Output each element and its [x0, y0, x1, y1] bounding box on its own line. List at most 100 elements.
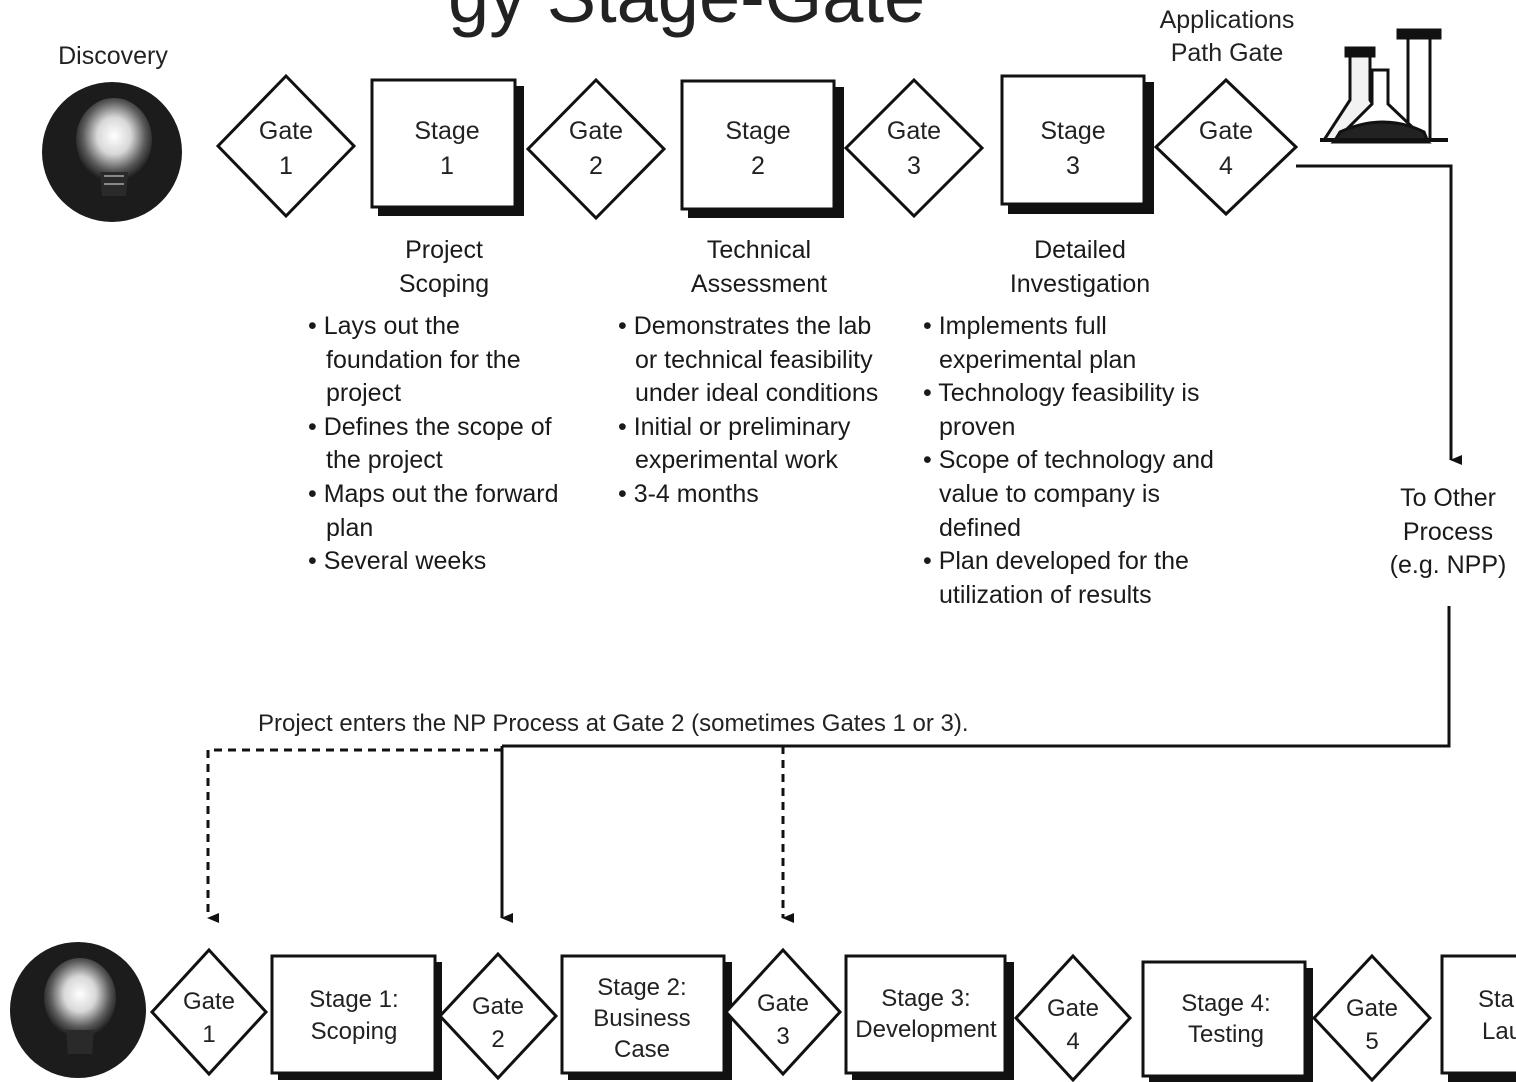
bottom-gate-1: Gate 1	[149, 947, 269, 1077]
stage-3-bullet-3-line3: defined	[939, 513, 1022, 542]
discovery-label: Discovery	[58, 42, 168, 70]
stage-2-title: Technical Assessment	[659, 234, 859, 301]
stage-1-bullets: • Lays out the foundation for the projec…	[308, 310, 559, 579]
bottom-gate-2-number: 2	[491, 1026, 504, 1053]
bottom-stage-2: Stage 2: Business Case	[560, 954, 732, 1080]
bottom-stage-4: Stage 4: Testing	[1141, 960, 1313, 1082]
stage-3-bullet-4-line2: utilization of results	[939, 580, 1152, 609]
stage-1-bullet-2-line1: • Defines the scope of	[308, 412, 552, 441]
stage-1-title: Project Scoping	[344, 234, 544, 301]
top-gate-4-number: 4	[1219, 152, 1233, 180]
stage-3-bullet-3-line1: • Scope of technology and	[923, 446, 1214, 475]
stage-1-bullet-3-line2: plan	[326, 513, 374, 542]
lightbulb-icon	[42, 82, 182, 222]
top-gate-3-number: 3	[907, 152, 921, 180]
bottom-gate-2-label: Gate	[472, 993, 524, 1020]
stage-3-bullet-1-line1: • Implements full	[923, 312, 1107, 340]
bottom-gate-3-label: Gate	[757, 990, 809, 1017]
bottom-gate-4-number: 4	[1066, 1028, 1079, 1055]
top-stage-3-label: Stage	[1040, 117, 1105, 145]
stage-2-bullets: • Demonstrates the lab or technical feas…	[618, 310, 878, 512]
top-stage-3-number: 3	[1066, 152, 1080, 180]
top-gate-1: Gate 1	[215, 73, 357, 219]
to-other-process-line2: Process	[1402, 517, 1494, 546]
top-stage-2-label: Stage	[725, 117, 790, 145]
bottom-stage-2-line2: Business	[593, 1005, 690, 1032]
bottom-gate-1-label: Gate	[183, 988, 235, 1015]
np-entry-connector	[502, 606, 1451, 748]
bottom-stage-5-line1: Sta	[1478, 986, 1515, 1013]
stage-1-bullet-1-line1: • Lays out the	[308, 312, 460, 340]
stage-1-title-line1: Project	[405, 236, 483, 264]
lightbulb-icon	[10, 942, 146, 1078]
bottom-stage-4-line1: Stage 4:	[1181, 990, 1270, 1017]
stage-3-bullet-2-line1: • Technology feasibility is	[923, 379, 1200, 408]
to-other-process-line1: To Other	[1400, 484, 1496, 512]
stage-1-bullet-1-line2: foundation for the	[326, 345, 521, 374]
bottom-gate-2: Gate 2	[437, 951, 559, 1081]
bottom-stage-1-line1: Stage 1:	[309, 986, 398, 1013]
bottom-stage-3: Stage 3: Development	[844, 954, 1014, 1080]
bottom-gate-5: Gate 5	[1311, 953, 1433, 1082]
stage-1-bullet-4-line1: • Several weeks	[308, 547, 487, 576]
top-gate-1-label: Gate	[259, 117, 313, 145]
stage-3-title-line1: Detailed	[1034, 236, 1126, 264]
cropped-title: gy Stage-Gate	[448, 0, 925, 38]
bottom-stage-5-line2: Lau	[1482, 1018, 1516, 1045]
bottom-stage-3-line2: Development	[855, 1016, 997, 1043]
top-stage-1: Stage 1	[370, 78, 524, 216]
stage-2-bullet-3-line1: • 3-4 months	[618, 479, 759, 508]
top-gate-1-number: 1	[279, 152, 293, 180]
stage-1-bullet-2-line2: the project	[326, 446, 443, 475]
top-gate-2: Gate 2	[525, 77, 667, 221]
stage-2-title-line1: Technical	[706, 236, 812, 264]
top-stage-3: Stage 3	[1000, 74, 1154, 214]
stage-3-bullet-4-line1: • Plan developed for the	[923, 547, 1189, 576]
to-other-process-label: To Other Process (e.g. NPP)	[1380, 482, 1516, 583]
top-gate-2-label: Gate	[569, 117, 623, 145]
stage-3-title: Detailed Investigation	[980, 234, 1180, 301]
stage-2-title-line2: Assessment	[690, 269, 828, 298]
to-other-process-arrow	[1296, 164, 1462, 465]
top-stage-2: Stage 2	[680, 79, 844, 218]
entry-arrow-gate-1-dashed	[206, 748, 502, 923]
to-other-process-line3: (e.g. NPP)	[1389, 551, 1507, 580]
bottom-gate-5-number: 5	[1365, 1028, 1378, 1055]
stage-3-bullet-3-line2: value to company is	[939, 479, 1160, 508]
stage-1-title-line2: Scoping	[398, 269, 490, 298]
bottom-stage-1-line2: Scoping	[311, 1018, 398, 1045]
bottom-stage-2-line1: Stage 2:	[597, 974, 686, 1001]
top-gate-3: Gate 3	[843, 77, 985, 219]
np-entry-note: Project enters the NP Process at Gate 2 …	[258, 710, 969, 737]
bottom-gate-4: Gate 4	[1013, 953, 1133, 1082]
stage-1-bullet-3-line1: • Maps out the forward	[308, 479, 559, 508]
stage-1-bullet-1-line3: project	[326, 379, 402, 408]
stage-3-bullet-2-line2: proven	[939, 412, 1016, 441]
top-stage-1-label: Stage	[414, 117, 479, 145]
top-stage-1-number: 1	[440, 152, 454, 180]
top-gate-3-label: Gate	[887, 117, 941, 145]
bottom-stage-3-line1: Stage 3:	[881, 985, 970, 1012]
bottom-gate-4-label: Gate	[1047, 995, 1099, 1022]
stage-2-bullet-2-line2: experimental work	[635, 446, 838, 475]
bottom-stage-5: Sta Lau	[1440, 954, 1516, 1082]
top-gate-2-number: 2	[589, 152, 603, 180]
top-gate-4-label: Gate	[1199, 117, 1253, 145]
bottom-gate-1-number: 1	[202, 1021, 215, 1048]
stage-2-bullet-1-line1: • Demonstrates the lab	[618, 312, 872, 340]
bottom-gate-5-label: Gate	[1346, 995, 1398, 1022]
stage-2-bullet-1-line2: or technical feasibility	[635, 345, 873, 374]
stage-3-bullets: • Implements full experimental plan • Te…	[923, 310, 1214, 612]
top-stage-2-number: 2	[751, 152, 765, 180]
stage-2-bullet-1-line3: under ideal conditions	[635, 379, 879, 408]
top-gate-4: Gate 4	[1153, 77, 1299, 217]
lab-flasks-icon	[1320, 28, 1448, 144]
bottom-stage-2-line3: Case	[614, 1036, 670, 1063]
stage-3-bullet-1-line2: experimental plan	[939, 345, 1137, 374]
bottom-gate-3: Gate 3	[723, 947, 843, 1077]
bottom-stage-1: Stage 1: Scoping	[270, 954, 442, 1080]
bottom-gate-3-number: 3	[776, 1023, 789, 1050]
stage-3-title-line2: Investigation	[1009, 269, 1151, 298]
applications-gate-label-line2: Path Gate	[1171, 39, 1284, 67]
